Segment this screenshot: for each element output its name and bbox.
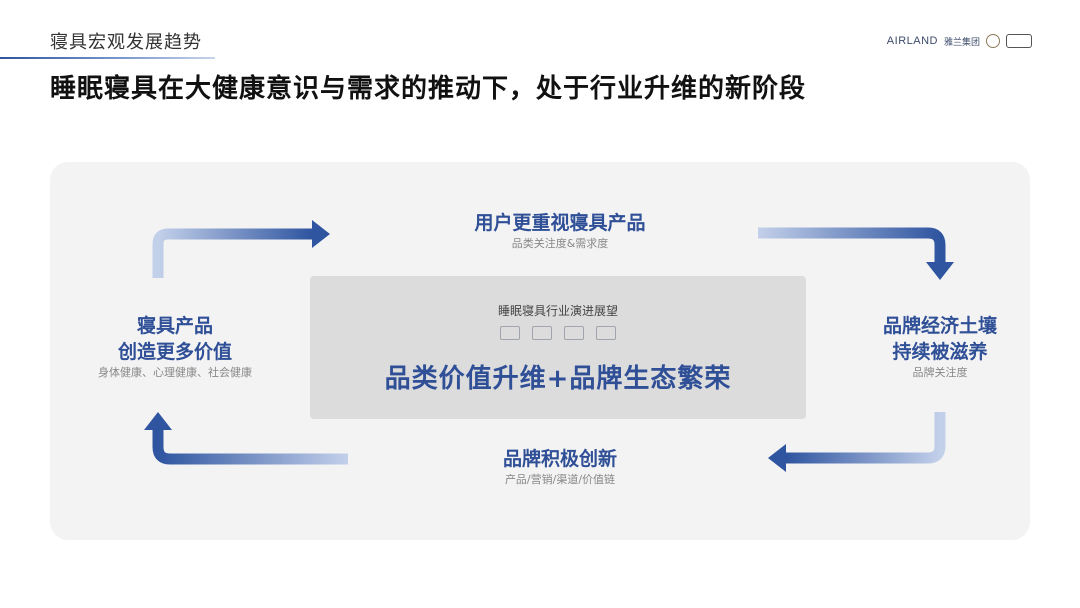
section-underline: [0, 57, 215, 59]
arrow-bottom-right: [768, 412, 946, 472]
pillow-icon: [532, 326, 552, 340]
node-left-sub: 身体健康、心理健康、社会健康: [98, 366, 252, 379]
center-summary-box: 睡眠寝具行业演进展望 品类价值升维+品牌生态繁荣: [310, 276, 806, 419]
arrow-top-right: [758, 227, 954, 280]
center-title: 品类价值升维+品牌生态繁荣: [384, 364, 732, 394]
bed-frame-icon: [564, 326, 584, 340]
node-bottom: 品牌积极创新 产品/营销/渠道/价值链: [430, 446, 690, 487]
sub-brand-logo-icon: [1006, 34, 1032, 48]
node-right: 品牌经济土壤 持续被滋养 品牌关注度: [855, 313, 1025, 380]
node-right-title-2: 持续被滋养: [892, 341, 988, 363]
node-bottom-sub: 产品/营销/渠道/价值链: [504, 473, 616, 486]
brand-logos: AIRLAND 雅兰集团: [887, 34, 1032, 48]
node-top-title: 用户更重视寝具产品: [474, 212, 646, 234]
section-label: 寝具宏观发展趋势: [50, 32, 202, 53]
node-left-title-1: 寝具产品: [136, 315, 213, 337]
node-right-sub: 品牌关注度: [912, 366, 968, 379]
center-subtitle: 睡眠寝具行业演进展望: [497, 304, 618, 318]
brand-name-cn: 雅兰集团: [943, 37, 980, 48]
center-icon-row: [310, 326, 806, 340]
box-icon: [596, 326, 616, 340]
node-top-sub: 品类关注度&需求度: [511, 237, 609, 250]
node-left-title-2: 创造更多价值: [117, 341, 232, 363]
node-left: 寝具产品 创造更多价值 身体健康、心理健康、社会健康: [70, 313, 280, 380]
page-title: 睡眠寝具在大健康意识与需求的推动下，处于行业升维的新阶段: [50, 74, 807, 104]
node-right-title-1: 品牌经济土壤: [882, 315, 997, 337]
arrow-bottom-left: [144, 412, 348, 465]
seal-icon: [986, 34, 1000, 48]
arrow-top-left: [152, 220, 330, 278]
node-top: 用户更重视寝具产品 品类关注度&需求度: [430, 210, 690, 251]
mattress-icon: [500, 326, 520, 340]
brand-name: AIRLAND: [886, 35, 938, 47]
node-bottom-title: 品牌积极创新: [502, 448, 617, 470]
